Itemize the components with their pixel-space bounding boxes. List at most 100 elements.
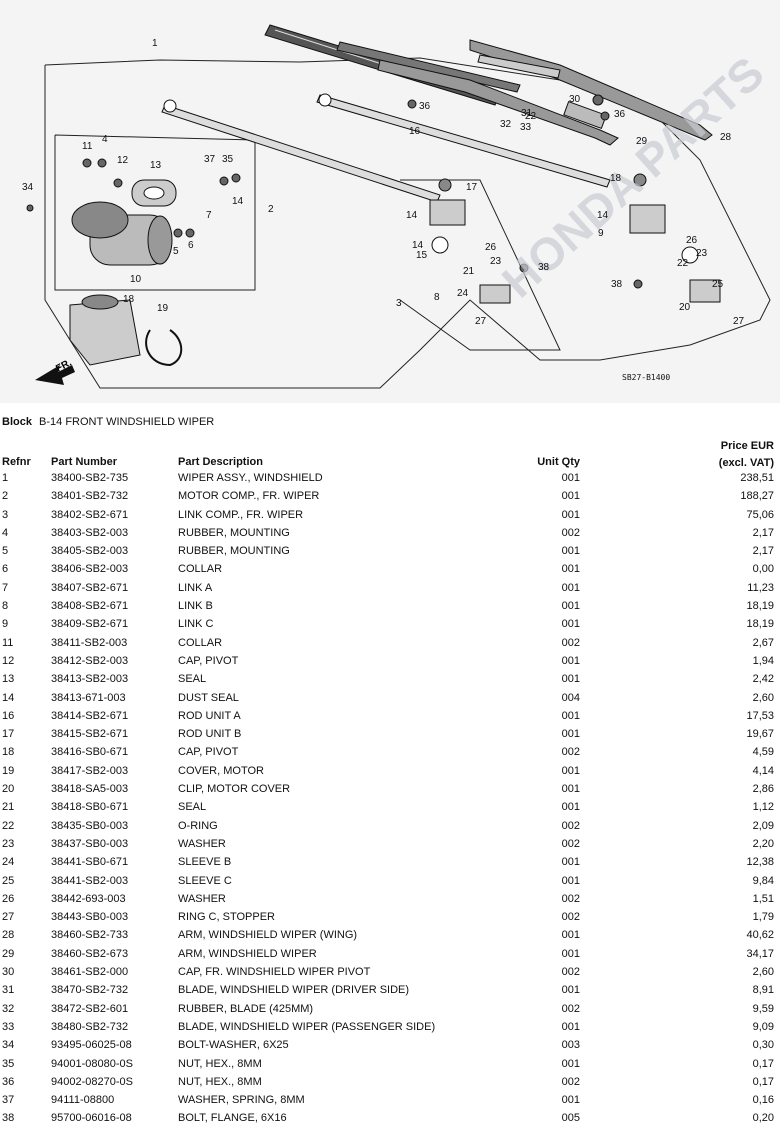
part-number-cell: 38413-SB2-003 — [51, 673, 129, 686]
price-cell: 2,60 — [752, 691, 774, 704]
price-cell: 1,94 — [752, 654, 774, 667]
wiper-arm — [377, 59, 619, 146]
price-cell: 0,17 — [752, 1075, 774, 1088]
unit-qty-cell: 001 — [561, 1057, 580, 1070]
part-number-cell: 38402-SB2-671 — [51, 508, 129, 521]
price-cell: 19,67 — [746, 728, 774, 741]
part-description-cell: O-RING — [178, 819, 218, 832]
unit-qty-cell: 001 — [561, 673, 580, 686]
unit-qty-cell: 002 — [561, 837, 580, 850]
part-description-cell: SEAL — [178, 801, 207, 814]
part-number-cell: 38414-SB2-671 — [51, 709, 129, 722]
part-description-cell: BOLT, FLANGE, 6X16 — [178, 1112, 287, 1125]
price-cell: 18,19 — [746, 618, 774, 631]
unit-qty-cell: 002 — [561, 966, 580, 979]
refnr-cell: 17 — [2, 728, 15, 741]
diagram-code: SB27-B1400 — [622, 373, 670, 382]
callout-number: 13 — [150, 160, 162, 171]
part-description-cell: LINK A — [178, 581, 213, 594]
callout-number: 18 — [610, 173, 622, 184]
block-label: Block — [2, 416, 32, 428]
part-description-cell: COVER, MOTOR — [178, 764, 264, 777]
unit-qty-cell: 001 — [561, 472, 580, 484]
price-cell: 18,19 — [746, 600, 774, 613]
price-cell: 188,27 — [740, 490, 774, 503]
part-description-cell: WIPER ASSY., WINDSHIELD — [178, 472, 323, 484]
refnr-cell: 23 — [2, 837, 15, 850]
part-number-cell: 38417-SB2-003 — [51, 764, 129, 777]
part-description-cell: MOTOR COMP., FR. WIPER — [178, 490, 320, 503]
part-number-cell: 38437-SB0-003 — [51, 837, 129, 850]
part-number-cell: 38409-SB2-671 — [51, 618, 129, 631]
part-description-header: Part Description — [178, 456, 263, 468]
motor-cover-clip — [145, 329, 183, 367]
unit-qty-cell: 002 — [561, 746, 580, 759]
callout-number: 33 — [520, 122, 532, 133]
price-cell: 0,30 — [752, 1039, 774, 1052]
refnr-cell: 25 — [2, 874, 15, 887]
callout-number: 1 — [152, 38, 158, 49]
unit-qty-header: Unit Qty — [537, 456, 580, 468]
callout-number: 35 — [222, 154, 234, 165]
part-number-cell: 38442-693-003 — [51, 892, 126, 905]
unit-qty-cell: 001 — [561, 728, 580, 741]
unit-qty-cell: 002 — [561, 1002, 580, 1015]
refnr-cell: 38 — [2, 1112, 15, 1125]
part-description-cell: CAP, FR. WINDSHIELD WIPER PIVOT — [178, 966, 371, 979]
part-number-cell: 94002-08270-0S — [51, 1075, 133, 1088]
callout-number: 22 — [677, 258, 689, 269]
part-number-cell: 38405-SB2-003 — [51, 545, 129, 558]
price-cell: 9,09 — [752, 1020, 774, 1033]
refnr-cell: 8 — [2, 600, 9, 613]
unit-qty-cell: 002 — [561, 636, 580, 649]
part-description-cell: LINK B — [178, 600, 213, 613]
unit-qty-cell: 001 — [561, 947, 580, 960]
price-cell: 2,86 — [752, 783, 774, 796]
refnr-cell: 12 — [2, 654, 15, 667]
rod-unit-b — [316, 93, 611, 188]
part-description-cell: SLEEVE C — [178, 874, 232, 887]
refnr-cell: 32 — [2, 1002, 15, 1015]
part-number-cell: 38461-SB2-000 — [51, 966, 129, 979]
callout-number: 36 — [614, 109, 626, 120]
price-cell: 11,23 — [747, 581, 774, 594]
price-cell: 75,06 — [746, 508, 774, 521]
unit-qty-cell: 001 — [561, 783, 580, 796]
price-cell: 0,20 — [752, 1112, 774, 1125]
callout-number: 24 — [457, 288, 469, 299]
part-number-cell: 38441-SB2-003 — [51, 874, 129, 887]
part-description-cell: ARM, WINDSHIELD WIPER (WING) — [178, 929, 358, 942]
refnr-cell: 14 — [2, 691, 15, 704]
callout-number: 20 — [679, 302, 691, 313]
refnr-cell: 3 — [2, 508, 9, 521]
callout-number: 9 — [598, 228, 604, 239]
refnr-cell: 27 — [2, 911, 15, 924]
part-number-cell: 93495-06025-08 — [51, 1039, 132, 1052]
refnr-header: Refnr — [2, 456, 31, 468]
refnr-cell: 34 — [2, 1039, 15, 1052]
wiper-arm-wing — [469, 39, 713, 141]
callout-number: 3 — [396, 298, 402, 309]
callout-number: 37 — [204, 154, 216, 165]
callout-number: 28 — [720, 132, 732, 143]
part-description-cell: WASHER — [178, 892, 226, 905]
part-description-cell: WASHER — [178, 837, 226, 850]
refnr-cell: 9 — [2, 618, 9, 631]
unit-qty-cell: 002 — [561, 911, 580, 924]
part-number-cell: 38416-SB0-671 — [51, 746, 129, 759]
callout-number: 10 — [130, 274, 142, 285]
part-number-cell: 38412-SB2-003 — [51, 654, 129, 667]
part-description-cell: RING C, STOPPER — [178, 911, 275, 924]
part-description-cell: CLIP, MOTOR COVER — [178, 783, 291, 796]
pivot-left — [429, 178, 511, 304]
refnr-cell: 4 — [2, 526, 9, 539]
part-number-cell: 38480-SB2-732 — [51, 1020, 129, 1033]
callout-number: 22 — [525, 111, 537, 122]
